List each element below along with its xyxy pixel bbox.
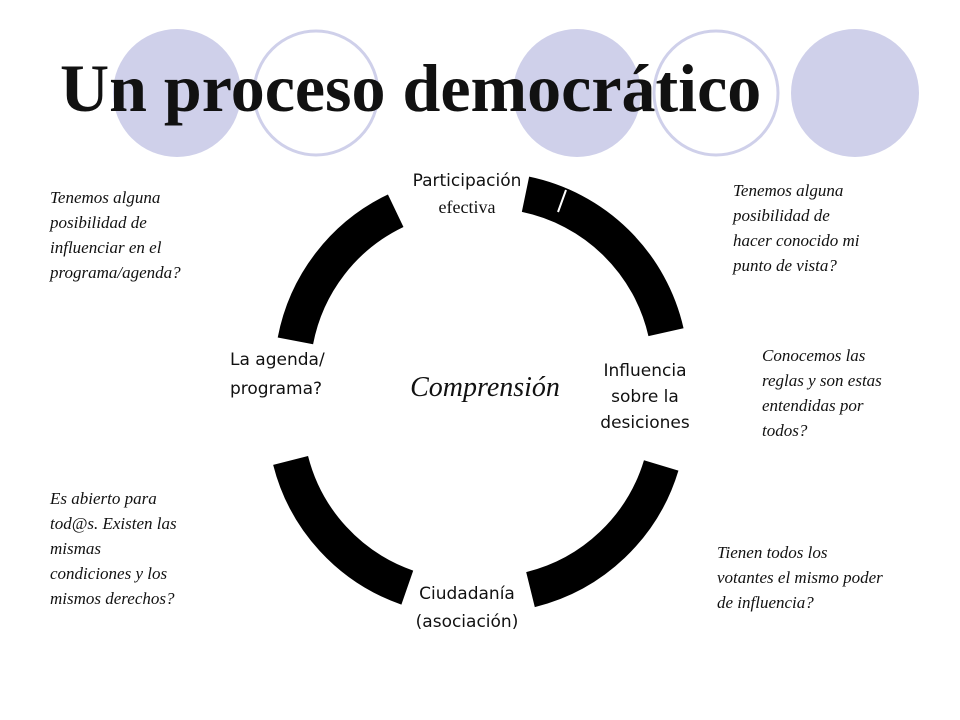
question-top-right: Tenemos alguna posibilidad de hacer cono… — [733, 178, 860, 278]
question-bottom-right-line-2: votantes el mismo poder — [717, 568, 883, 587]
node-participacion: Participación efectiva — [392, 168, 542, 220]
cycle-arc-notch — [557, 189, 567, 213]
deco-circle-outline-2 — [652, 29, 780, 157]
question-bottom-right-line-1: Tienen todos los — [717, 543, 828, 562]
deco-circle-filled-3 — [791, 29, 919, 157]
question-bottom-left-line-3: mismas — [50, 539, 102, 558]
question-middle-right: Conocemos las reglas y son estas entendi… — [762, 343, 882, 443]
node-agenda: La agenda/ programa? — [230, 346, 360, 404]
cycle-arc-top-left — [277, 194, 404, 345]
question-top-left-line-3: influenciar en el — [50, 238, 162, 257]
question-bottom-left-line-2: tod@s. Existen las — [50, 514, 177, 533]
question-bottom-right: Tienen todos los votantes el mismo poder… — [717, 540, 883, 615]
cycle-arc-bottom-left — [273, 455, 414, 605]
node-agenda-line-2: programa? — [230, 379, 323, 399]
question-middle-right-line-2: reglas y son estas — [762, 371, 882, 390]
question-top-left-line-2: posibilidad de — [50, 213, 147, 232]
node-participacion-line-2: efectiva — [438, 197, 496, 217]
question-middle-right-line-1: Conocemos las — [762, 346, 866, 365]
question-bottom-left-line-4: condiciones y los — [50, 564, 168, 583]
question-bottom-left-line-1: Es abierto para — [50, 489, 157, 508]
deco-circle-filled-2 — [513, 29, 641, 157]
question-middle-right-line-3: entendidas por — [762, 396, 864, 415]
question-bottom-left-line-5: mismos derechos? — [50, 589, 175, 608]
question-top-left-line-1: Tenemos alguna — [50, 188, 161, 207]
question-top-right-line-2: posibilidad de — [733, 206, 830, 225]
cycle-arc-top-right — [521, 176, 684, 337]
node-influencia: Influencia sobre la desiciones — [580, 358, 710, 436]
node-influencia-line-2: sobre la — [611, 387, 679, 407]
question-top-right-line-1: Tenemos alguna — [733, 181, 844, 200]
node-participacion-line-1: Participación — [412, 171, 522, 191]
decorative-circles — [113, 29, 919, 157]
node-ciudadania-line-1: Ciudadanía — [419, 584, 515, 604]
cycle-arc-bottom-right — [525, 459, 679, 608]
question-bottom-right-line-3: de influencia? — [717, 593, 814, 612]
question-top-left: Tenemos alguna posibilidad de influencia… — [50, 185, 181, 285]
page-title: Un proceso democrático — [60, 50, 762, 126]
question-bottom-left: Es abierto para tod@s. Existen las misma… — [50, 486, 177, 611]
node-influencia-line-1: Influencia — [603, 361, 687, 381]
question-middle-right-line-4: todos? — [762, 421, 808, 440]
node-agenda-line-1: La agenda/ — [230, 350, 325, 370]
node-ciudadania: Ciudadanía (asociación) — [392, 580, 542, 636]
center-label: Comprensión — [410, 372, 560, 403]
deco-circle-outline-1 — [252, 29, 380, 157]
node-ciudadania-line-2: (asociación) — [415, 612, 519, 632]
deco-circle-filled-1 — [113, 29, 241, 157]
question-top-right-line-3: hacer conocido mi — [733, 231, 860, 250]
question-top-right-line-4: punto de vista? — [733, 256, 837, 275]
question-top-left-line-4: programa/agenda? — [50, 263, 181, 282]
node-influencia-line-3: desiciones — [600, 413, 690, 433]
